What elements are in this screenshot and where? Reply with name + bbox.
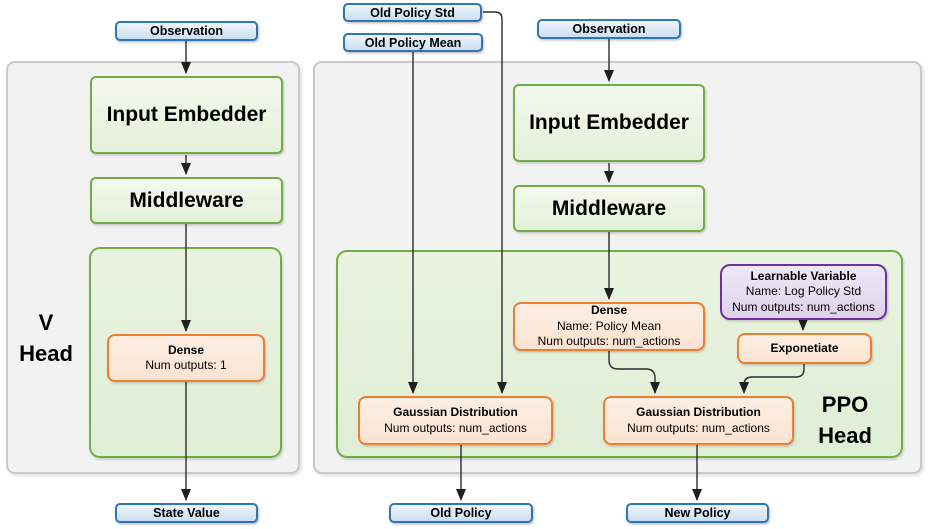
old-policy-node: Old Policy [389,503,533,523]
observation-right-node: Observation [537,19,681,39]
middleware-left-node: Middleware [90,177,283,224]
input-embedder-right-label: Input Embedder [529,111,689,134]
dense-policy-mean-outputs: Num outputs: num_actions [537,334,681,349]
v-head-label: V Head [10,307,82,369]
state-value-node: State Value [115,503,258,523]
dense-v-outputs: Num outputs: 1 [145,358,227,372]
middleware-left-label: Middleware [129,188,244,212]
gaussian-distribution-new-node: Gaussian Distribution Num outputs: num_a… [603,396,794,445]
state-value-label: State Value [153,506,220,520]
observation-left-node: Observation [115,21,258,41]
gaussian-distribution-old-node: Gaussian Distribution Num outputs: num_a… [358,396,553,445]
old-policy-std-label: Old Policy Std [370,5,455,20]
v-head-label-line2: Head [19,341,73,366]
input-embedder-right-node: Input Embedder [513,84,705,162]
learnable-variable-outputs: Num outputs: num_actions [732,299,875,314]
gaussian-old-outputs: Num outputs: num_actions [384,420,527,435]
exponetiate-label: Exponetiate [770,340,839,355]
ppo-head-label-line2: Head [818,423,872,448]
gaussian-old-title: Gaussian Distribution [393,405,518,419]
learnable-variable-name: Name: Log Policy Std [745,284,862,299]
ppo-head-label: PPO Head [797,389,893,451]
middleware-right-node: Middleware [513,185,705,232]
learnable-variable-node: Learnable Variable Name: Log Policy Std … [720,264,887,320]
old-policy-mean-label: Old Policy Mean [364,35,462,50]
new-policy-label: New Policy [664,506,731,520]
dense-policy-mean-title: Dense [590,303,628,318]
dense-policy-mean-name: Name: Policy Mean [556,318,662,333]
dense-v-node: Dense Num outputs: 1 [107,334,265,382]
old-policy-mean-node: Old Policy Mean [343,33,483,52]
gaussian-new-outputs: Num outputs: num_actions [627,420,770,435]
learnable-variable-title: Learnable Variable [750,268,857,283]
old-policy-label: Old Policy [430,506,492,520]
observation-right-label: Observation [572,22,646,36]
exponetiate-node: Exponetiate [737,333,872,364]
gaussian-new-title: Gaussian Distribution [636,405,761,419]
middleware-right-label: Middleware [551,196,667,220]
input-embedder-left-node: Input Embedder [90,76,283,154]
dense-policy-mean-node: Dense Name: Policy Mean Num outputs: num… [513,302,705,351]
ppo-head-label-line1: PPO [821,392,869,417]
old-policy-std-node: Old Policy Std [343,3,482,22]
dense-v-title: Dense [167,342,205,357]
v-head-label-line1: V [38,310,54,335]
observation-left-label: Observation [150,24,223,38]
input-embedder-left-label: Input Embedder [106,103,267,126]
new-policy-node: New Policy [626,503,769,523]
